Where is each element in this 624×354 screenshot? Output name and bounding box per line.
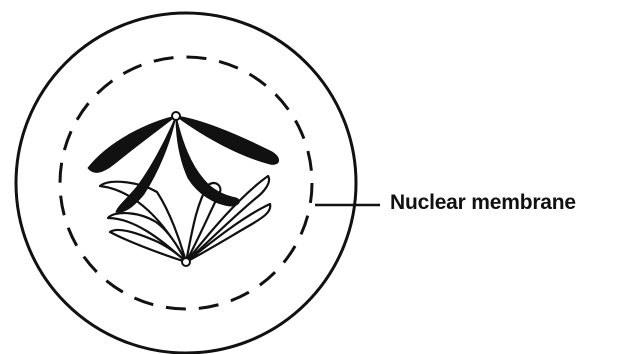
cell-membrane bbox=[16, 13, 356, 353]
centromere-pole-bottom bbox=[182, 258, 190, 266]
dark-chromosome-arm bbox=[176, 116, 279, 164]
nuclear-membrane-label: Nuclear membrane bbox=[390, 191, 576, 215]
light-chromosomes bbox=[100, 176, 270, 262]
centromere-pole-top bbox=[172, 112, 180, 120]
nuclear-membrane bbox=[60, 57, 312, 309]
